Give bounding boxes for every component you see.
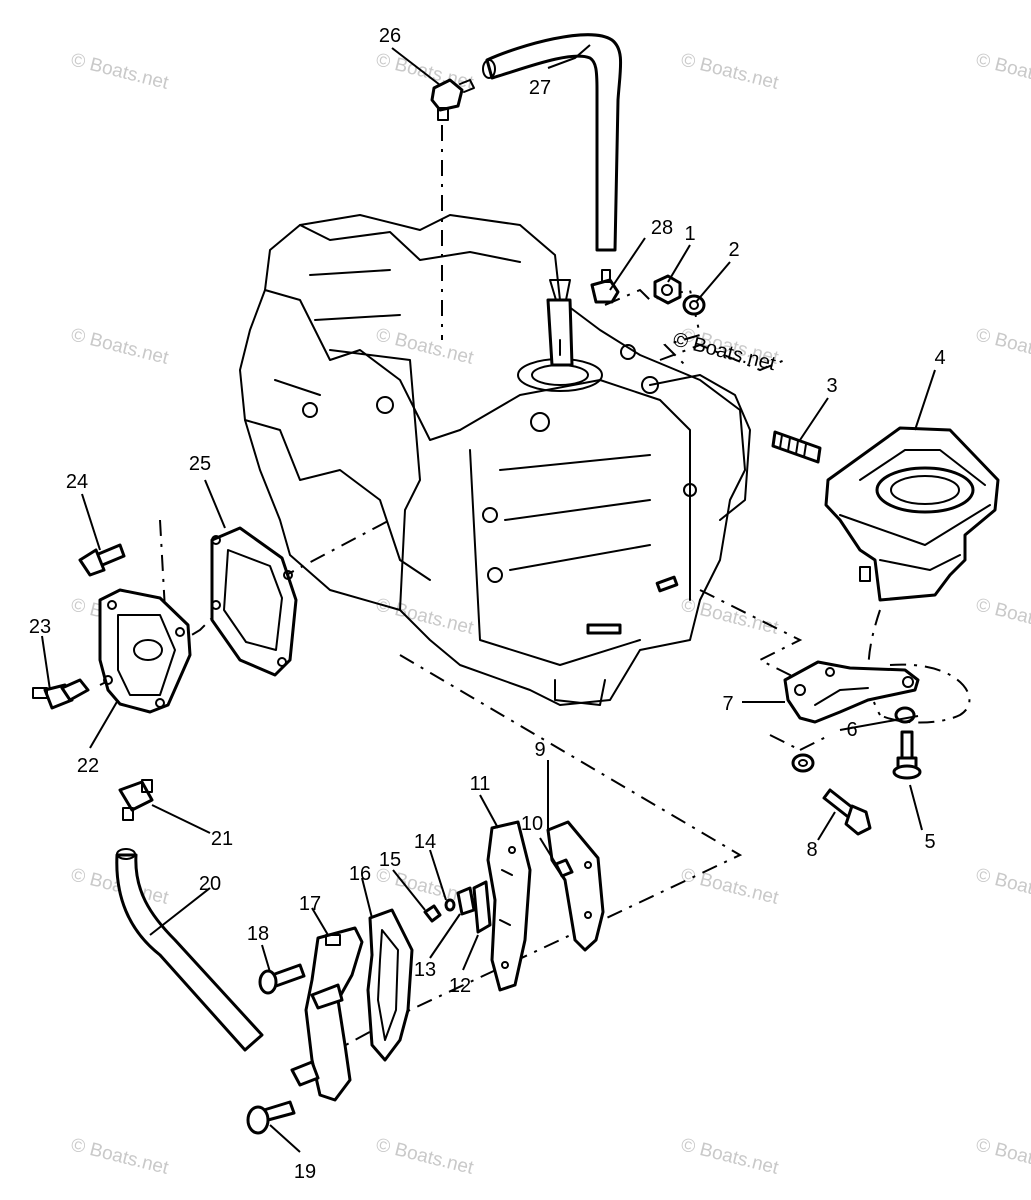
watermark-text: © Boats.net [374, 594, 476, 639]
part-28-fitting [590, 269, 620, 304]
part-12-reed [472, 880, 492, 934]
watermark-text: © Boats.net [69, 49, 171, 94]
part-20-hose [115, 848, 264, 1052]
watermark-text: © Boats.net [69, 1134, 171, 1179]
part-9-reed-plate [546, 820, 605, 952]
callout-6: 6 [846, 719, 857, 741]
watermark-text: © Boats.net [679, 594, 781, 639]
part-26-elbow-fitting [430, 78, 475, 121]
callout-11: 11 [470, 773, 491, 795]
callout-4: 4 [934, 347, 945, 369]
part-8-bolt [822, 788, 872, 836]
part-4-exhaust-housing [824, 426, 1000, 602]
callout-17: 17 [299, 893, 321, 915]
part-1-nut [653, 274, 682, 305]
part-13-reed-stop [456, 886, 476, 916]
watermark-text: © Boats.net [679, 1134, 781, 1179]
watermark-text: © Boats.net [974, 49, 1031, 94]
part-2-washer [682, 294, 706, 316]
watermark-text: © Boats.net [374, 324, 476, 369]
part-3-stud [771, 430, 822, 464]
part-15-screw [423, 904, 442, 923]
part-16-gasket [366, 908, 414, 1062]
callout-10: 10 [521, 813, 543, 835]
callout-3: 3 [826, 375, 837, 397]
watermark-text: © Boats.net [974, 594, 1031, 639]
part-5-bolt [892, 730, 922, 780]
part-23-fitting [32, 678, 90, 710]
callout-19: 19 [294, 1161, 316, 1183]
callout-21: 21 [211, 828, 233, 850]
part-22-cover-plate [98, 588, 192, 714]
watermark-text: © Boats.net [974, 324, 1031, 369]
callout-22: 22 [77, 755, 99, 777]
callout-25: 25 [189, 453, 211, 475]
part-10 [554, 858, 574, 878]
callout-16: 16 [349, 863, 371, 885]
callout-14: 14 [414, 831, 436, 853]
part-21-elbow-fitting [118, 779, 154, 821]
callout-24: 24 [66, 471, 88, 493]
powerhead-block [239, 214, 751, 706]
callout-23: 23 [29, 616, 51, 638]
callout-26: 26 [379, 25, 401, 47]
callout-8: 8 [806, 839, 817, 861]
part-7-bracket [783, 660, 920, 724]
part-14-washer [444, 898, 456, 912]
callout-15: 15 [379, 849, 401, 871]
part-17-intake-manifold [290, 926, 364, 1102]
part-19-bolt [246, 1100, 296, 1135]
callout-9: 9 [534, 739, 545, 761]
watermark-text: © Boats.net [679, 864, 781, 909]
watermark-text: © Boats.net [69, 324, 171, 369]
watermark-text: © Boats.net [679, 49, 781, 94]
part-11-reed-block [486, 820, 532, 992]
callout-18: 18 [247, 923, 269, 945]
callout-12: 12 [449, 975, 471, 997]
callout-27: 27 [529, 77, 551, 99]
part-18-bolt [258, 963, 306, 995]
callout-2: 2 [728, 239, 739, 261]
callout-labels: 1 2 3 4 5 6 7 8 9 10 11 12 13 14 15 16 1… [29, 25, 946, 1183]
callout-5: 5 [924, 831, 935, 853]
leader-lines [41, 44, 936, 1153]
callout-20: 20 [199, 873, 221, 895]
callout-28: 28 [651, 217, 673, 239]
watermark-text: © Boats.net [374, 1134, 476, 1179]
callout-13: 13 [414, 959, 436, 981]
watermark-text: © Boats.net [974, 1134, 1031, 1179]
watermark-text: © Boats.net [974, 864, 1031, 909]
part-24-bolt [78, 543, 126, 577]
callout-7: 7 [722, 693, 733, 715]
callout-1: 1 [684, 223, 695, 245]
part-27-hose [482, 33, 623, 252]
part-25-gasket [210, 526, 298, 677]
